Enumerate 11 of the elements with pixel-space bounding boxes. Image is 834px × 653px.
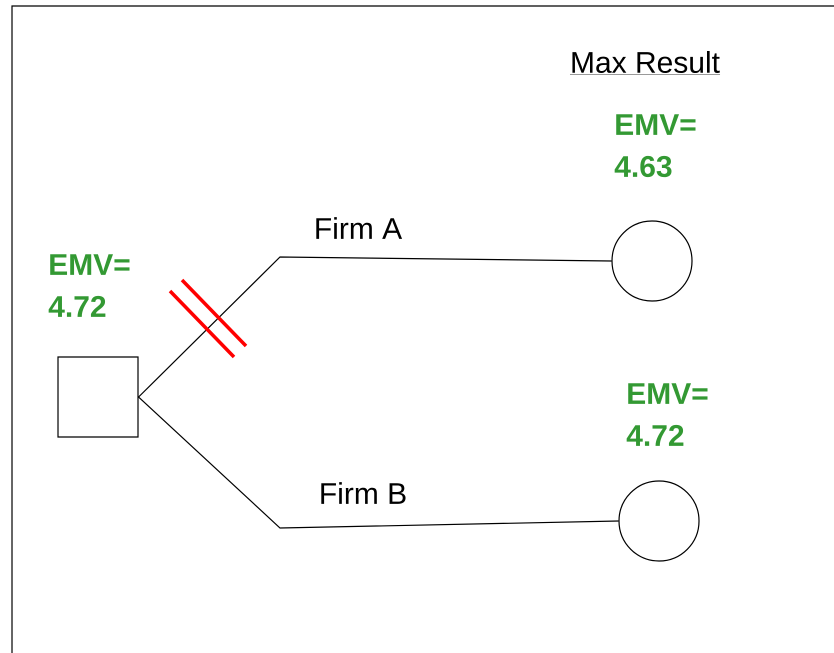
branch-line [138,396,618,529]
decision-box [57,356,139,438]
emv-value: EMV= 4.63 [614,114,696,178]
chance-circle [618,480,700,562]
column-heading: Max Result [570,50,720,75]
branch-label: Firm A [312,216,404,240]
emv-value: EMV= 4.72 [626,383,708,446]
chance-circle [611,220,693,302]
emv-value: EMV= 4.72 [48,254,130,317]
branch-label: Firm B [318,481,408,505]
branch-line [138,256,612,398]
